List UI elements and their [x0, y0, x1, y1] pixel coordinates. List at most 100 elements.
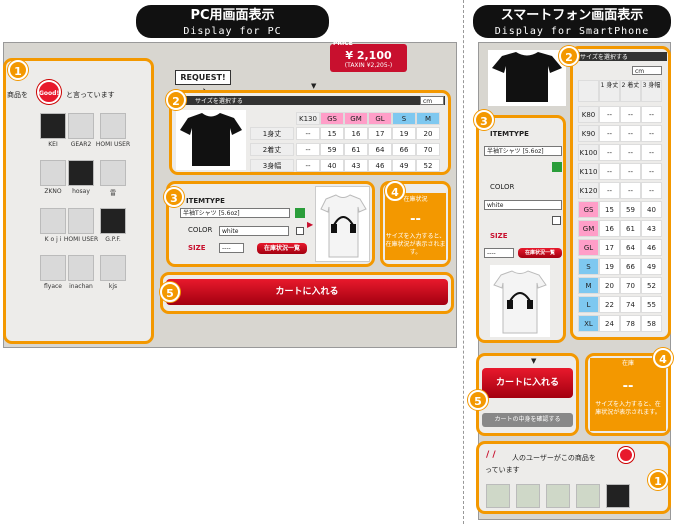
user-name: hosay	[72, 188, 90, 195]
sp-size-value: --	[620, 182, 641, 199]
user-avatar[interactable]	[68, 160, 94, 186]
color-select[interactable]: white	[219, 226, 289, 236]
sp-good-icon[interactable]	[618, 447, 634, 463]
sp-user-avatar[interactable]	[546, 484, 570, 508]
sp-size-label[interactable]: L	[578, 296, 599, 313]
itemtype-select[interactable]: 半袖Tシャツ [5.6oz]	[180, 208, 290, 218]
sp-size-label[interactable]: K80	[578, 106, 599, 123]
sp-size-value: --	[599, 144, 620, 161]
sp-color-checkbox[interactable]	[552, 216, 561, 225]
size-col-header[interactable]: GL	[368, 112, 392, 125]
sp-size-title: サイズを選択する	[580, 54, 628, 61]
size-value: 19	[392, 127, 416, 140]
pc-good-users-panel	[3, 58, 154, 344]
sp-user-avatar[interactable]	[516, 484, 540, 508]
sp-size-label[interactable]: M	[578, 277, 599, 294]
divider	[463, 0, 464, 524]
sp-headphones-tshirt-icon	[493, 270, 547, 334]
sp-size-label[interactable]: K90	[578, 125, 599, 142]
sp-size-label[interactable]: S	[578, 258, 599, 275]
user-avatar[interactable]	[100, 160, 126, 186]
good-badge[interactable]: Good!	[37, 80, 61, 104]
stock-note: サイズを入力すると、在庫状況が表示されます。	[385, 233, 446, 256]
sp-itemtype-select[interactable]: 半袖Tシャツ [5.6oz]	[484, 146, 562, 156]
sp-refresh-icon[interactable]	[552, 162, 562, 172]
sp-size-value: 17	[599, 239, 620, 256]
sp-view-cart-button[interactable]: カートの中身を確認する	[482, 413, 573, 427]
sp-stock-title: 在庫	[621, 360, 634, 367]
user-avatar[interactable]	[40, 113, 66, 139]
size-value: --	[296, 143, 320, 156]
sp-unit-select[interactable]: cm	[632, 66, 662, 75]
user-avatar[interactable]	[68, 113, 94, 139]
size-header-title: サイズを選択する	[195, 98, 243, 105]
sp-col-header: 1 身丈	[599, 80, 620, 102]
size-col-header[interactable]: S	[392, 112, 416, 125]
sp-badge-2: 2	[559, 46, 579, 66]
sp-size-value: --	[620, 106, 641, 123]
request-button[interactable]: REQUEST! ➜	[175, 70, 231, 95]
sp-size-value: --	[641, 106, 662, 123]
user-avatar[interactable]	[100, 255, 126, 281]
unit-select[interactable]: cm	[420, 96, 444, 105]
sp-user-avatar[interactable]	[606, 484, 630, 508]
size-label: SIZE	[188, 244, 206, 252]
price-tax: (TAXIN ¥2,205-)	[344, 62, 393, 69]
user-avatar[interactable]	[40, 208, 66, 234]
sp-size-value: 59	[620, 201, 641, 218]
badge-5: 5	[160, 282, 180, 302]
sp-stock-note: サイズを入力すると、在庫状況が表示されます。	[595, 401, 661, 416]
size-col-header[interactable]: M	[416, 112, 440, 125]
sp-size-value: --	[641, 144, 662, 161]
size-col-header[interactable]: K130	[296, 112, 320, 125]
sp-size-label[interactable]: K120	[578, 182, 599, 199]
user-name: inachan	[69, 283, 93, 290]
size-col-header[interactable]: GS	[320, 112, 344, 125]
product-image	[315, 186, 370, 262]
sp-color-select[interactable]: white	[484, 200, 562, 210]
sp-size-value: 22	[599, 296, 620, 313]
badge-4: 4	[385, 181, 405, 201]
badge-3: 3	[164, 187, 184, 207]
user-name: GEAR2	[70, 141, 92, 148]
size-select[interactable]: ----	[219, 243, 244, 253]
sp-size-label[interactable]: K110	[578, 163, 599, 180]
user-avatar[interactable]	[100, 208, 126, 234]
sp-size-value: 49	[641, 258, 662, 275]
refresh-icon[interactable]	[295, 208, 305, 218]
size-header-bar	[173, 96, 445, 105]
sp-size-label[interactable]: XL	[578, 315, 599, 332]
size-col-header[interactable]: GM	[344, 112, 368, 125]
sp-size-value: 66	[620, 258, 641, 275]
sp-size-value: 74	[620, 296, 641, 313]
add-to-cart-button[interactable]: カートに入れる	[166, 279, 448, 305]
stock-list-button[interactable]: 在庫状況一覧	[257, 243, 307, 254]
sp-size-label[interactable]: K100	[578, 144, 599, 161]
sp-size-select[interactable]: ----	[484, 248, 514, 258]
sp-size-label[interactable]: GL	[578, 239, 599, 256]
size-value: 17	[368, 127, 392, 140]
sp-size-label[interactable]: GM	[578, 220, 599, 237]
user-avatar[interactable]	[100, 113, 126, 139]
tshirt-size-diagram	[176, 110, 246, 170]
sp-user-avatar[interactable]	[486, 484, 510, 508]
user-avatar[interactable]	[68, 208, 94, 234]
color-checkbox[interactable]	[296, 227, 304, 235]
user-avatar[interactable]	[40, 160, 66, 186]
pc-header-title: PC用画面表示	[190, 8, 275, 23]
user-avatar[interactable]	[40, 255, 66, 281]
sp-size-label[interactable]: GS	[578, 201, 599, 218]
sp-tshirt-black-icon	[492, 52, 562, 102]
sp-add-to-cart-button[interactable]: カートに入れる	[482, 368, 573, 398]
user-avatar[interactable]	[68, 255, 94, 281]
sp-stock-box: 在庫 -- サイズを入力すると、在庫状況が表示されます。	[590, 358, 666, 431]
size-value: 52	[416, 159, 440, 172]
down-arrow-icon: ▼	[311, 82, 317, 90]
size-value: 64	[368, 143, 392, 156]
sp-size-value: 70	[620, 277, 641, 294]
size-row-label: 1身丈	[250, 127, 294, 140]
pc-header-subtitle: Display for PC	[183, 26, 282, 37]
size-value: 40	[320, 159, 344, 172]
sp-stock-list-button[interactable]: 在庫状況一覧	[518, 248, 562, 258]
sp-user-avatar[interactable]	[576, 484, 600, 508]
